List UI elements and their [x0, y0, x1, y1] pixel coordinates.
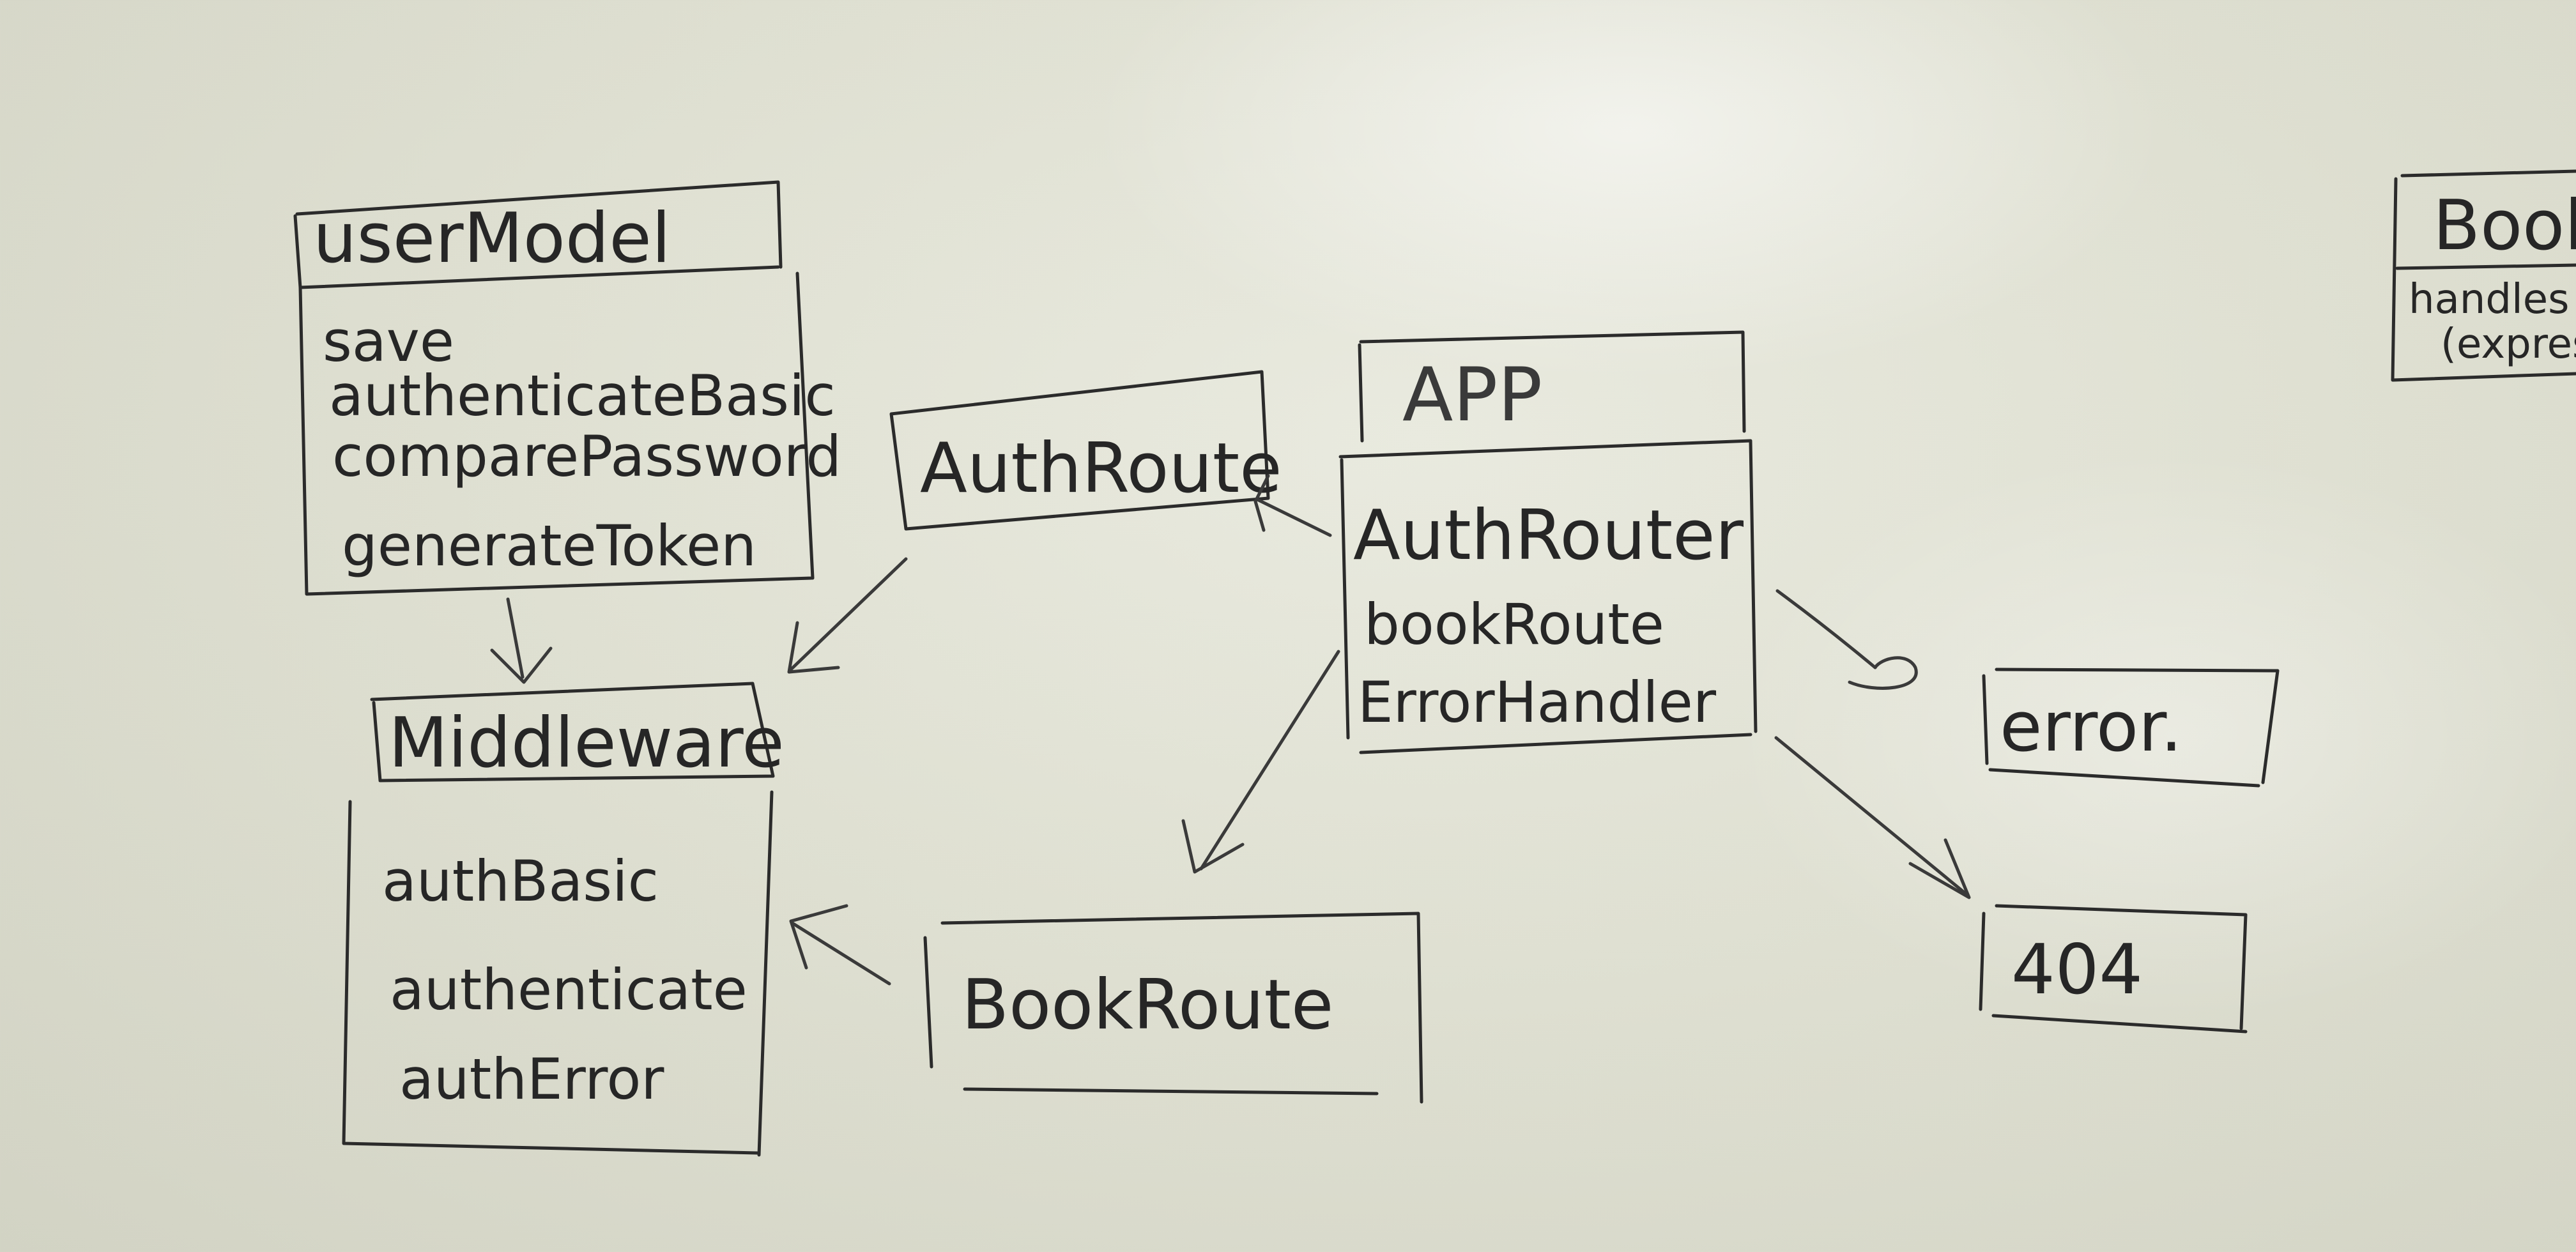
box-book-js: Book.j handles r (express)	[2391, 169, 2576, 382]
arrow-head	[1254, 474, 1270, 532]
arrow-app-to-book-route	[1181, 650, 1340, 874]
app-title-frame	[1358, 330, 1746, 443]
arrow-head	[1908, 838, 1971, 899]
arrow-line	[1775, 589, 1877, 669]
book-js-item: handles r	[2409, 276, 2576, 323]
box-error: error.	[1982, 668, 2280, 788]
not-found-title: 404	[2011, 930, 2143, 1010]
arrow-line	[506, 597, 525, 679]
arrow-line	[1774, 736, 1968, 896]
middleware-item: authenticate	[390, 957, 747, 1023]
user-model-item: generateToken	[342, 513, 756, 579]
user-model-body-frame	[298, 271, 815, 596]
box-book-route: BookRoute	[923, 912, 1423, 1104]
arrow-line	[790, 921, 891, 986]
arrow-head	[787, 621, 840, 674]
app-item: AuthRouter	[1353, 496, 1744, 576]
arrow-head	[490, 646, 553, 684]
book-js-title: Book.j	[2433, 186, 2576, 266]
book-js-item: (express)	[2441, 321, 2576, 368]
auth-route-frame	[889, 370, 1270, 531]
box-auth-route: AuthRoute	[889, 370, 1282, 531]
arrow-line	[789, 557, 908, 671]
box-404: 404	[1979, 904, 2248, 1034]
error-frame	[1982, 668, 2280, 788]
arrow-book-route-to-middleware	[789, 904, 891, 986]
arrow-app-to-auth-route	[1254, 474, 1332, 537]
arrow-app-to-error	[1775, 589, 1918, 690]
app-item: ErrorHandler	[1358, 669, 1717, 735]
box-user-model: userModel save authenticateBasic compare…	[293, 180, 841, 596]
middleware-title-frame	[370, 682, 775, 782]
arrow-line	[1199, 650, 1340, 871]
auth-route-title: AuthRoute	[920, 429, 1282, 508]
arrow-line	[1255, 498, 1332, 537]
arrow-auth-route-to-middleware	[787, 557, 908, 674]
box-middleware: Middleware authBasic authenticate authEr…	[342, 682, 785, 1157]
middleware-body-frame	[342, 790, 774, 1157]
book-js-frame	[2391, 169, 2576, 382]
error-title: error.	[2000, 687, 2182, 767]
middleware-item: authBasic	[382, 848, 659, 914]
app-title: APP	[1402, 352, 1542, 438]
book-route-frame	[923, 912, 1423, 1104]
user-model-item: comparePassword	[332, 424, 841, 489]
user-model-item: save	[323, 309, 454, 374]
middleware-title: Middleware	[388, 703, 785, 783]
box-app: APP AuthRouter bookRoute ErrorHandler	[1338, 330, 1758, 754]
app-body-frame	[1338, 439, 1758, 754]
arrow-head	[1181, 819, 1245, 874]
book-route-title: BookRoute	[962, 965, 1333, 1045]
user-model-item: authenticateBasic	[329, 363, 836, 429]
middleware-item: authError	[399, 1046, 664, 1112]
user-model-title: userModel	[313, 199, 671, 279]
app-item: bookRoute	[1364, 592, 1664, 657]
arrow-head	[789, 904, 848, 970]
arrow-app-to-404	[1774, 736, 1971, 899]
not-found-frame	[1979, 904, 2248, 1034]
arrow-head	[1848, 656, 1918, 690]
arrow-user-model-to-middleware	[490, 597, 553, 684]
